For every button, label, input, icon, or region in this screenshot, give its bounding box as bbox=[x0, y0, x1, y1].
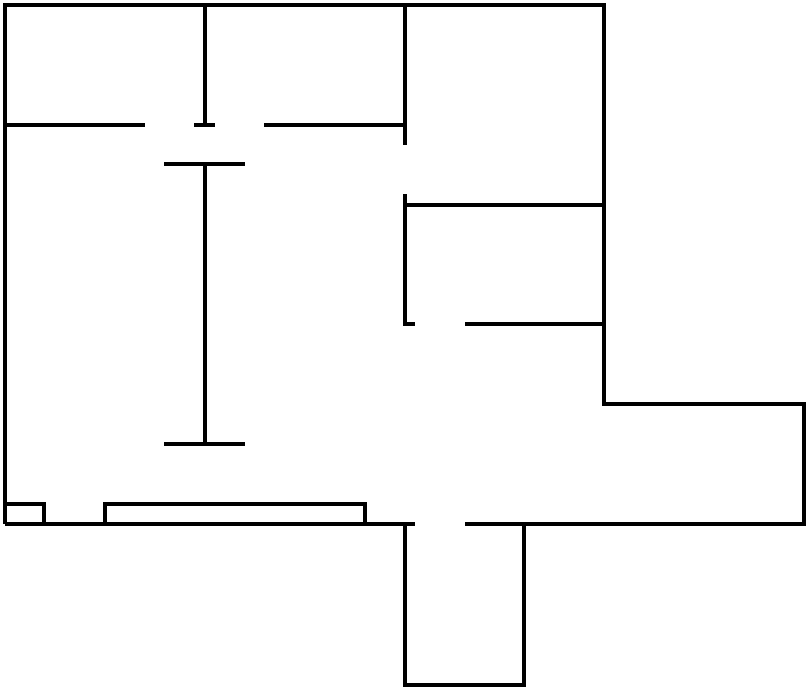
fixture-long-counter bbox=[103, 502, 367, 526]
fixture-small-box bbox=[5, 502, 46, 524]
walls bbox=[3, 3, 806, 687]
outer-wall-left-top bbox=[3, 3, 806, 526]
bottom-room-walls bbox=[403, 524, 526, 687]
